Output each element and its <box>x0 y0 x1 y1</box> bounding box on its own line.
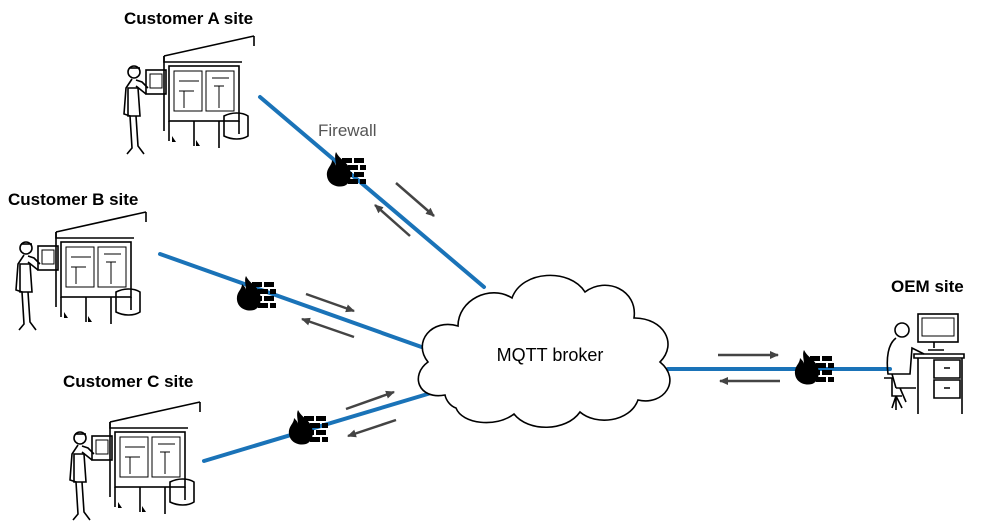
firewall-label: Firewall <box>318 121 377 140</box>
firewall-icon <box>236 276 276 311</box>
firewall-icon <box>794 350 834 385</box>
operator-at-machine-icon <box>123 35 255 155</box>
arrow-c-up <box>345 390 395 411</box>
traffic-arrows <box>301 182 780 438</box>
engineer-at-workstation-icon <box>883 313 965 415</box>
arrow-b-right <box>305 292 355 313</box>
operator-at-machine-icon <box>15 211 147 331</box>
mqtt-broker-cloud: MQTT broker <box>417 274 671 429</box>
customer-c-site-label: Customer C site <box>63 372 193 391</box>
firewall-icon <box>288 410 328 445</box>
broker-label: MQTT broker <box>497 345 604 365</box>
link-customer-a <box>258 95 486 289</box>
arrow-a-down <box>395 182 435 217</box>
arrow-a-up <box>374 204 411 237</box>
customer-a-site-label: Customer A site <box>124 9 253 28</box>
customer-b-site-label: Customer B site <box>8 190 138 209</box>
cloud-icon <box>417 274 671 429</box>
oem-site-label: OEM site <box>891 277 964 296</box>
link-customer-b <box>158 252 432 352</box>
arrow-c-down <box>347 418 397 438</box>
operator-at-machine-icon <box>69 401 201 521</box>
arrow-b-left <box>301 317 355 339</box>
